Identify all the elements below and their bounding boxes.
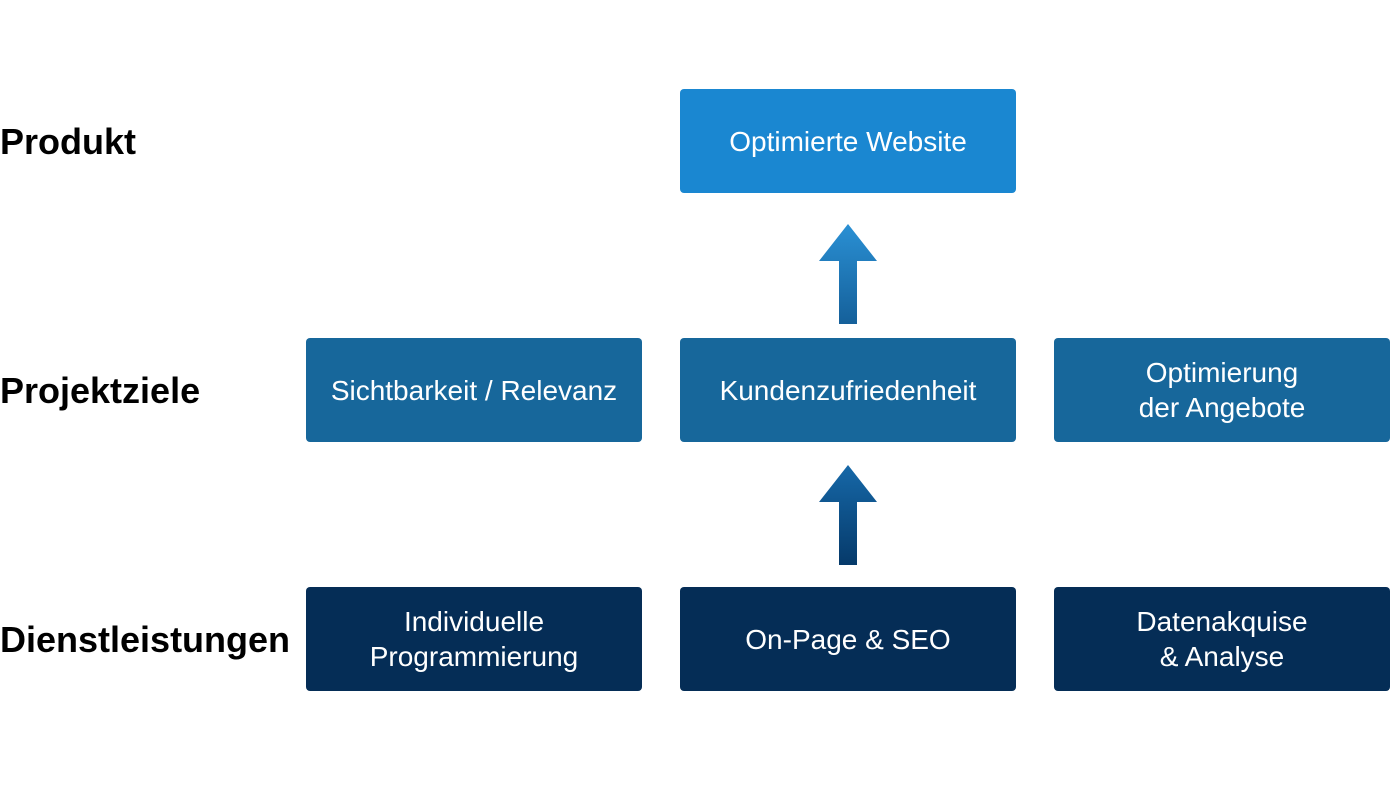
- goal-box-optimierung-angebote: Optimierung der Angebote: [1054, 338, 1390, 442]
- arrow-up-icon: [819, 465, 877, 565]
- product-box-optimierte-website: Optimierte Website: [680, 89, 1016, 193]
- service-box-text-line1: Datenakquise: [1136, 606, 1308, 637]
- row-label-dienstleistungen: Dienstleistungen: [0, 619, 291, 660]
- goal-box-text: Sichtbarkeit / Relevanz: [330, 374, 618, 406]
- goal-box-text: Kundenzufriedenheit: [719, 374, 977, 406]
- service-box-onpage-seo: On-Page & SEO: [680, 587, 1016, 691]
- goal-box-sichtbarkeit: Sichtbarkeit / Relevanz: [306, 338, 642, 442]
- row-label-projektziele: Projektziele: [0, 370, 201, 411]
- goal-box-kundenzufriedenheit: Kundenzufriedenheit: [680, 338, 1016, 442]
- goal-box-text-line2: der Angebote: [1138, 392, 1306, 423]
- goal-box-text-line1: Optimierung: [1145, 357, 1299, 388]
- service-box-text-line1: Individuelle: [403, 606, 545, 637]
- service-box-text-line2: & Analyse: [1159, 641, 1285, 672]
- service-box-programmierung: Individuelle Programmierung: [306, 587, 642, 691]
- row-label-produkt: Produkt: [0, 121, 137, 162]
- product-box-text: Optimierte Website: [729, 125, 967, 157]
- arrow-up-icon: [819, 224, 877, 324]
- service-box-datenakquise: Datenakquise & Analyse: [1054, 587, 1390, 691]
- service-box-text: On-Page & SEO: [745, 623, 951, 655]
- service-box-text-line2: Programmierung: [369, 641, 579, 672]
